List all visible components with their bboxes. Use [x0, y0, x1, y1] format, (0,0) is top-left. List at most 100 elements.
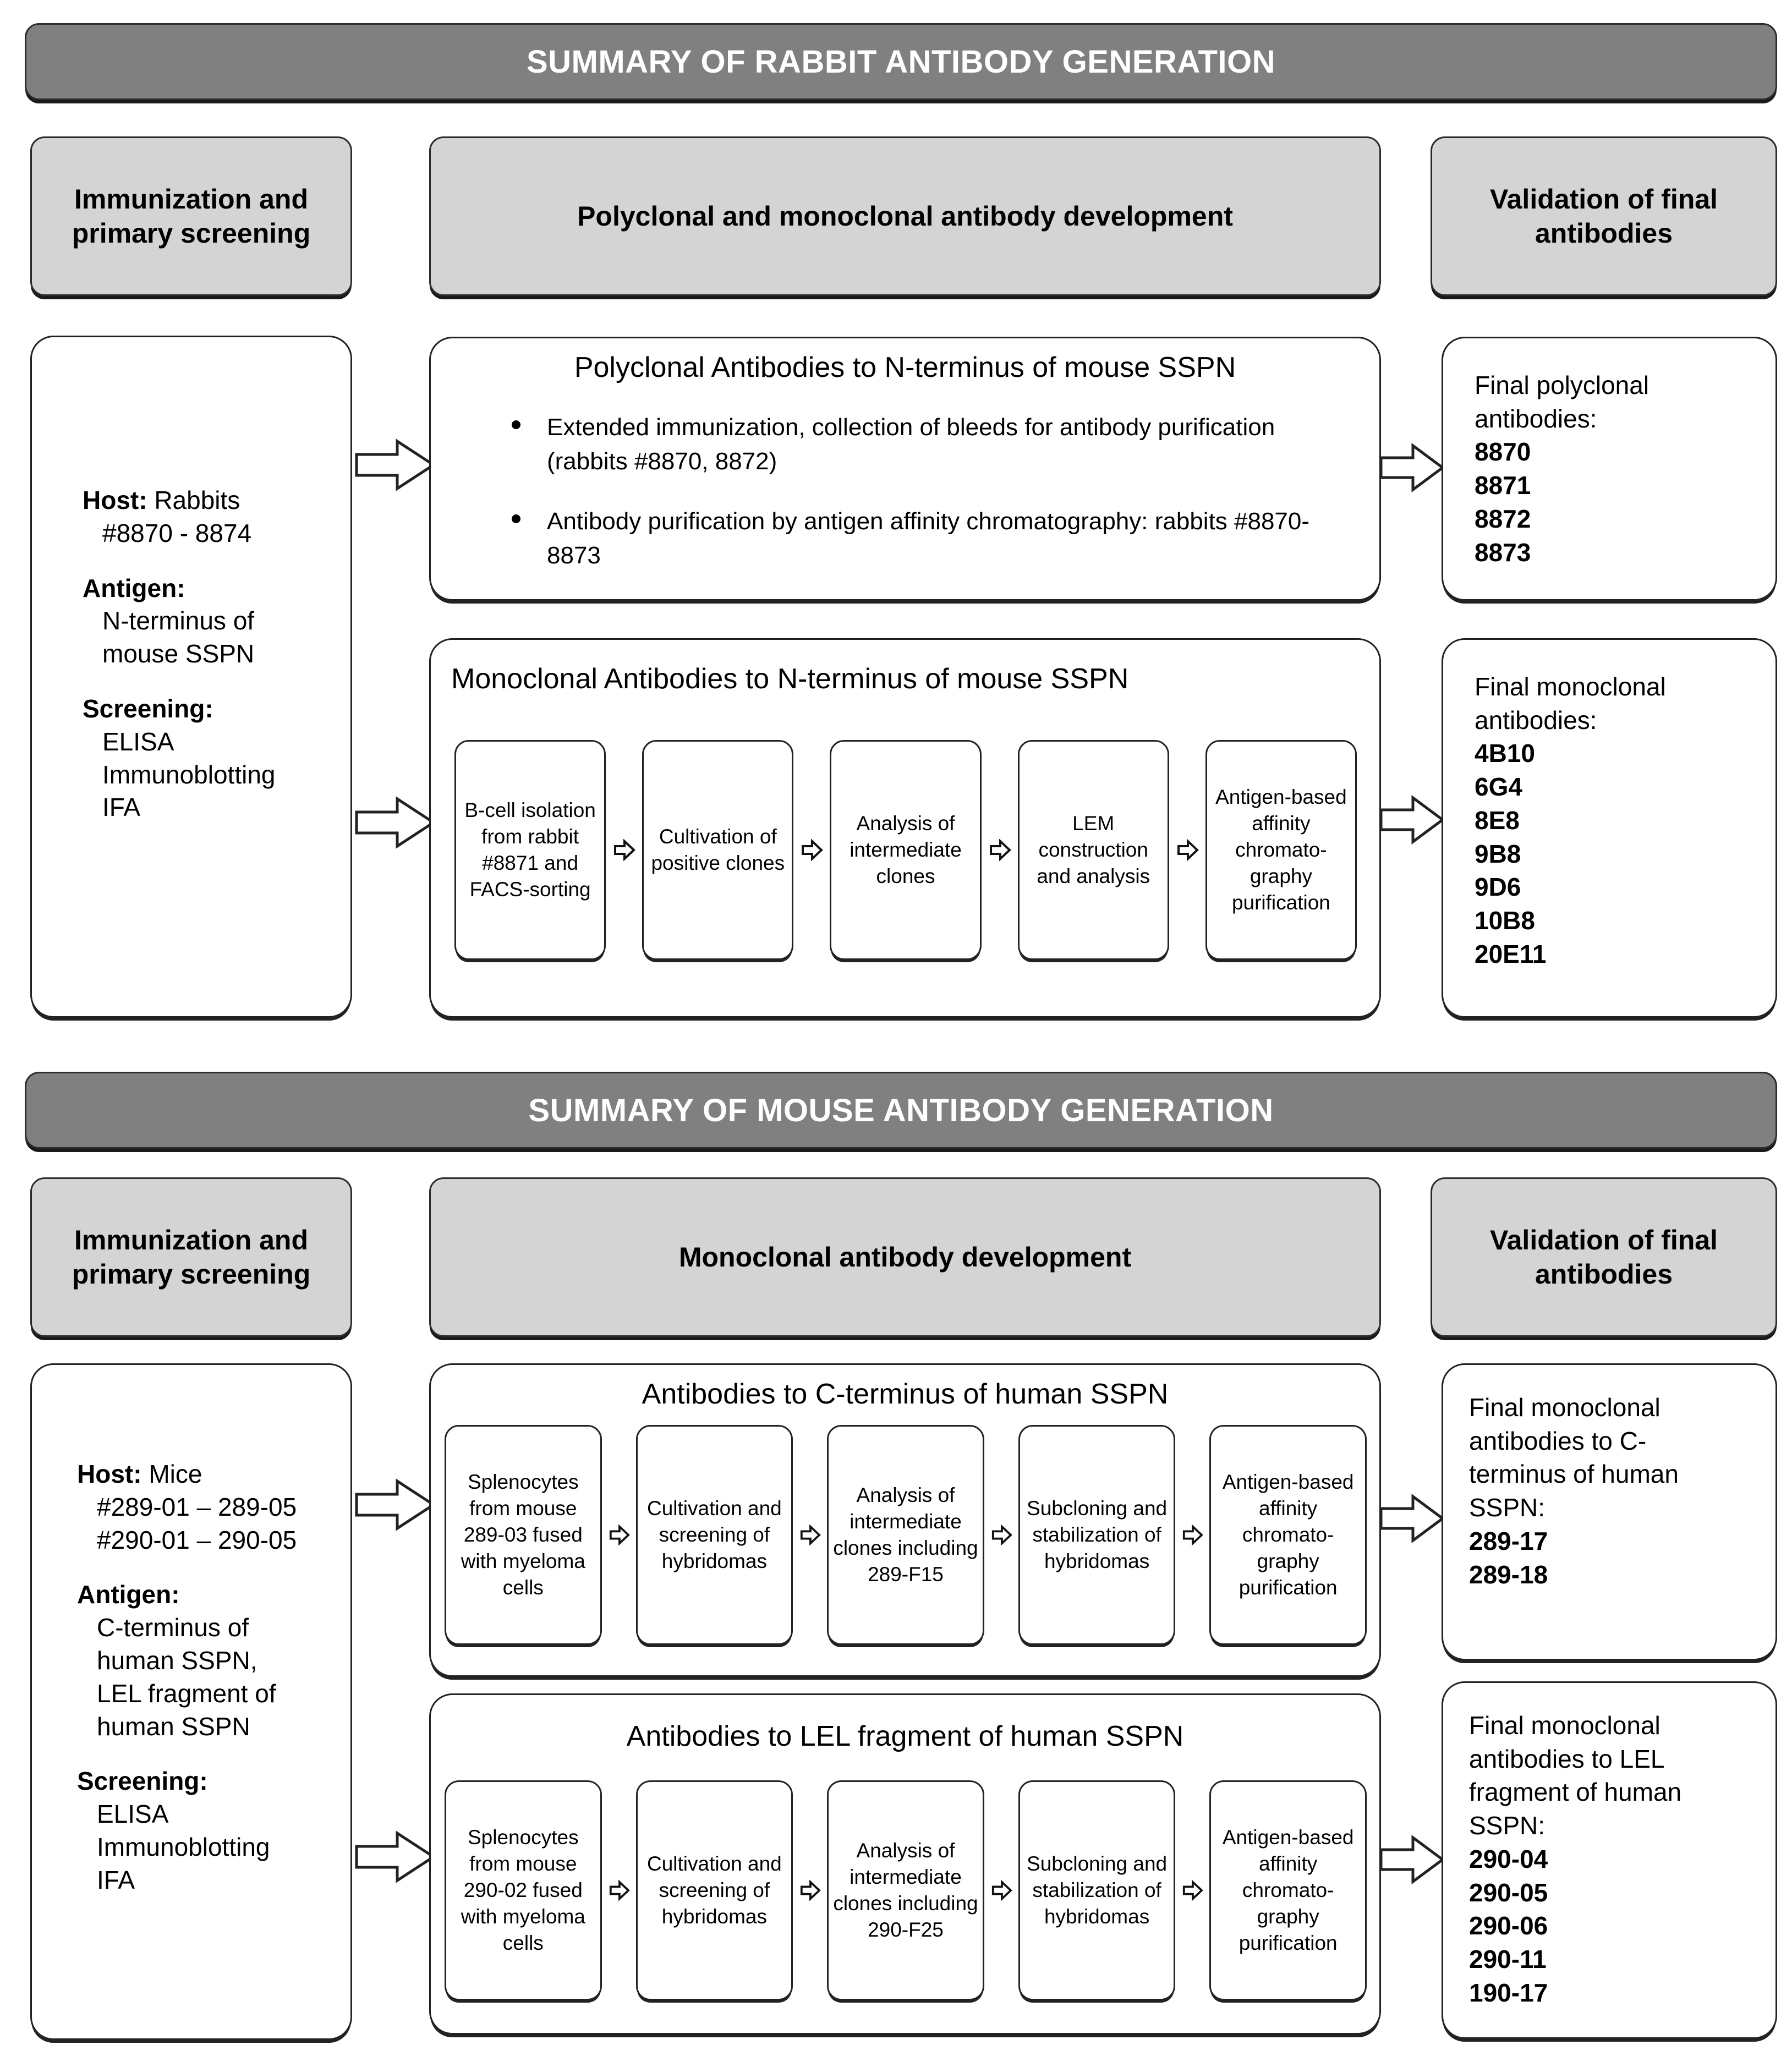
mouse-col-middle-label: Monoclonal antibody development	[678, 1241, 1132, 1273]
small-arrow-right-icon	[793, 740, 830, 960]
rabbit-polyclonal-title-wrap: Polyclonal Antibodies to N-terminus of m…	[429, 337, 1381, 384]
result-item: 10B8	[1475, 906, 1535, 935]
mouse-column-header-validation: Validation of final antibodies	[1431, 1177, 1777, 1337]
small-arrow-right-icon	[793, 1425, 827, 1645]
small-arrow-right-icon	[982, 740, 1018, 960]
block-arrow-right-icon	[347, 435, 440, 495]
rabbit-monoclonal-title: Monoclonal Antibodies to N-terminus of m…	[451, 663, 1129, 695]
result-item: 9B8	[1475, 839, 1521, 868]
step-box: Cultivation of positive clones	[642, 740, 794, 960]
result-heading-2: terminus of human	[1469, 1460, 1679, 1489]
small-arrow-right-icon	[793, 1780, 827, 2000]
mouse-lel-title-wrap: Antibodies to LEL fragment of human SSPN	[429, 1706, 1381, 1753]
result-heading-1: antibodies:	[1475, 705, 1597, 734]
mouse-column-header-immunization: Immunization and primary screening	[30, 1177, 352, 1337]
result-item: 8E8	[1475, 805, 1520, 835]
mouse-screening-line-0: ELISA	[97, 1800, 169, 1829]
rabbit-antigen-line-1: mouse SSPN	[102, 639, 255, 668]
step-box: Analysis of intermediate clones includin…	[827, 1425, 984, 1645]
small-arrow-right-icon	[1175, 1425, 1209, 1645]
block-arrow-right-icon	[1375, 1491, 1447, 1546]
result-item: 290-05	[1469, 1878, 1548, 1907]
rabbit-polyclonal-bullets: Extended immunization, collection of ble…	[429, 385, 1381, 573]
mouse-banner-title: SUMMARY OF MOUSE ANTIBODY GENERATION	[528, 1092, 1274, 1128]
result-heading-0: Final polyclonal	[1475, 371, 1649, 399]
rabbit-section-banner: SUMMARY OF RABBIT ANTIBODY GENERATION	[25, 23, 1777, 100]
mouse-col-left-label: Immunization and primary screening	[72, 1224, 311, 1290]
mouse-section-banner: SUMMARY OF MOUSE ANTIBODY GENERATION	[25, 1072, 1777, 1149]
small-arrow-right-icon	[602, 1425, 636, 1645]
result-heading-3: SSPN:	[1469, 1493, 1546, 1522]
rabbit-col-left-label: Immunization and primary screening	[72, 183, 311, 249]
rabbit-column-header-immunization: Immunization and primary screening	[30, 136, 352, 296]
result-item: 8870	[1475, 437, 1531, 467]
result-item: 8873	[1475, 538, 1531, 567]
result-item: 8871	[1475, 471, 1531, 500]
list-item: Extended immunization, collection of ble…	[512, 410, 1331, 479]
block-arrow-right-icon	[1375, 792, 1447, 847]
rabbit-monoclonal-steps: B-cell isolation from rabbit #8871 and F…	[454, 740, 1357, 960]
rabbit-info-card	[30, 336, 352, 1018]
block-arrow-right-icon	[347, 1474, 440, 1535]
result-heading-0: Final monoclonal	[1469, 1393, 1661, 1422]
rabbit-column-header-validation: Validation of final antibodies	[1431, 136, 1777, 296]
block-arrow-right-icon	[1375, 1832, 1447, 1887]
mouse-antigen-line-1: human SSPN,	[97, 1646, 257, 1675]
mouse-info-text: Host: Mice #289-01 – 289-05 #290-01 – 29…	[77, 1458, 374, 1897]
step-box: Subcloning and stabilization of hybridom…	[1018, 1780, 1176, 2000]
mouse-host-detail: #289-01 – 289-05	[97, 1492, 297, 1521]
result-item: 290-04	[1469, 1844, 1548, 1873]
rabbit-screening-line-2: IFA	[102, 793, 141, 822]
mouse-cterm-result-text: Final monoclonal antibodies to C- termin…	[1469, 1391, 1772, 1591]
result-heading-0: Final monoclonal	[1469, 1711, 1661, 1740]
block-arrow-right-icon	[1375, 440, 1447, 495]
block-arrow-right-icon	[347, 792, 440, 853]
mouse-cterm-steps: Splenocytes from mouse 289-03 fused with…	[445, 1425, 1367, 1645]
step-box: Analysis of intermediate clones includin…	[827, 1780, 984, 2000]
mouse-column-header-development: Monoclonal antibody development	[429, 1177, 1381, 1337]
mouse-screening-line-2: IFA	[97, 1865, 135, 1894]
mouse-lel-steps: Splenocytes from mouse 290-02 fused with…	[445, 1780, 1367, 2000]
step-box: Subcloning and stabilization of hybridom…	[1018, 1425, 1176, 1645]
rabbit-screening-line-0: ELISA	[102, 727, 174, 756]
step-box: B-cell isolation from rabbit #8871 and F…	[454, 740, 606, 960]
mouse-screening-line-1: Immunoblotting	[97, 1832, 270, 1861]
mouse-lel-result-text: Final monoclonal antibodies to LEL fragm…	[1469, 1709, 1772, 2009]
rabbit-monoclonal-result-text: Final monoclonal antibodies: 4B10 6G4 8E…	[1475, 670, 1772, 971]
rabbit-banner-title: SUMMARY OF RABBIT ANTIBODY GENERATION	[526, 43, 1276, 80]
rabbit-antigen-line-0: N-terminus of	[102, 606, 255, 635]
rabbit-monoclonal-title-wrap: Monoclonal Antibodies to N-terminus of m…	[451, 648, 1359, 695]
mouse-screening-label: Screening:	[77, 1767, 208, 1796]
mouse-lel-title: Antibodies to LEL fragment of human SSPN	[626, 1720, 1184, 1752]
mouse-cterm-result-card	[1442, 1363, 1777, 1660]
result-item: 190-17	[1469, 1978, 1548, 2007]
result-item: 289-17	[1469, 1526, 1548, 1555]
result-heading-3: SSPN:	[1469, 1811, 1546, 1840]
small-arrow-right-icon	[1175, 1780, 1209, 2000]
step-box: Cultivation and screening of hybridomas	[635, 1780, 793, 2000]
step-box: Antigen-based affinity chromato-graphy p…	[1205, 740, 1357, 960]
rabbit-host-label: Host:	[83, 486, 147, 514]
small-arrow-right-icon	[602, 1780, 636, 2000]
rabbit-info-text: Host: Rabbits #8870 - 8874 Antigen: N-te…	[83, 484, 369, 824]
mouse-cterm-title-wrap: Antibodies to C-terminus of human SSPN	[429, 1363, 1381, 1411]
result-item: 4B10	[1475, 739, 1535, 768]
rabbit-screening-line-1: Immunoblotting	[102, 760, 276, 789]
result-heading-1: antibodies to LEL	[1469, 1744, 1665, 1773]
small-arrow-right-icon	[1169, 740, 1205, 960]
step-box: LEM construction and analysis	[1017, 740, 1169, 960]
list-item: Antibody purification by antigen affinit…	[512, 505, 1331, 573]
rabbit-host-value: Rabbits	[154, 486, 240, 514]
rabbit-monoclonal-result-card	[1442, 638, 1777, 1018]
rabbit-host-detail: #8870 - 8874	[102, 518, 252, 547]
rabbit-col-right-label: Validation of final antibodies	[1490, 183, 1718, 249]
result-item: 290-06	[1469, 1911, 1548, 1940]
mouse-host-detail-2: #290-01 – 290-05	[97, 1525, 297, 1554]
step-box: Splenocytes from mouse 290-02 fused with…	[445, 1780, 602, 2000]
small-arrow-right-icon	[606, 740, 642, 960]
rabbit-antigen-label: Antigen:	[83, 573, 185, 602]
result-item: 20E11	[1475, 939, 1547, 968]
rabbit-polyclonal-card	[429, 337, 1381, 601]
result-item: 8872	[1475, 504, 1531, 533]
rabbit-polyclonal-result-text: Final polyclonal antibodies: 8870 8871 8…	[1475, 369, 1772, 569]
